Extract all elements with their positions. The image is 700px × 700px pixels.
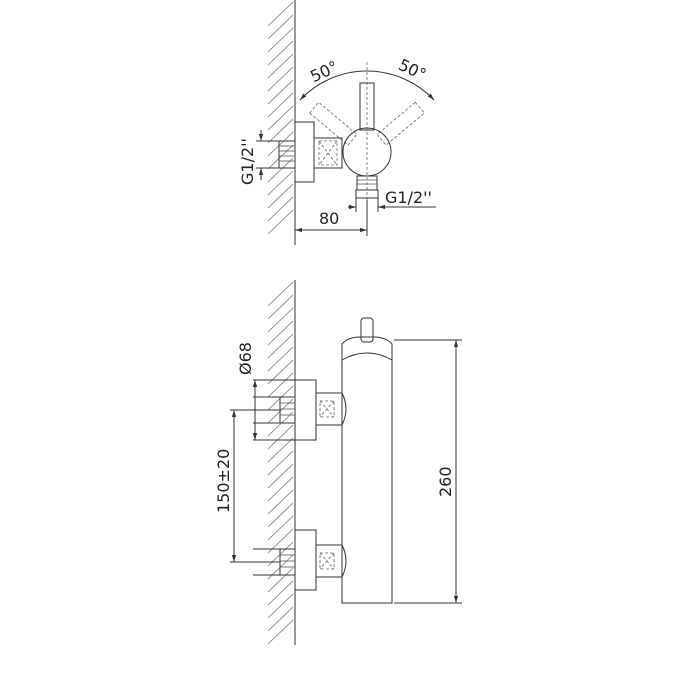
hatch-line — [267, 333, 294, 359]
thermostat-body — [341, 317, 393, 604]
outlet-thread-label: G1/2'' — [385, 188, 432, 207]
hatch-line — [267, 619, 294, 645]
hatch-line — [267, 183, 294, 209]
hatch-line — [267, 53, 294, 79]
front-view: Ø68 150±20 260 — [214, 280, 462, 645]
hatch-line — [267, 580, 294, 606]
hatch-line — [267, 411, 294, 437]
hatch-line — [267, 14, 294, 40]
height-label: 260 — [436, 466, 455, 497]
wall-hatching — [267, 281, 294, 645]
angle-left-label: 50° — [307, 57, 341, 86]
hatch-line — [267, 437, 294, 463]
hatch-line — [267, 606, 294, 632]
hatch-line — [267, 27, 294, 53]
wall-flange — [294, 121, 315, 183]
hatch-line — [267, 281, 294, 307]
hatch-line — [267, 515, 294, 541]
hatch-line — [267, 307, 294, 333]
outlet-thread — [355, 175, 379, 199]
inlet-thread-label: G1/2'' — [238, 138, 257, 185]
hatch-line — [267, 593, 294, 619]
hatch-line — [267, 502, 294, 528]
angle-arc — [299, 70, 435, 101]
upper-inlet — [279, 379, 347, 441]
hatch-line — [267, 567, 294, 593]
depth-label: 80 — [319, 209, 339, 228]
hatch-line — [267, 463, 294, 489]
hatch-line — [267, 294, 294, 320]
hatch-line — [267, 40, 294, 66]
flange-diameter-label: Ø68 — [236, 342, 255, 375]
hatch-line — [267, 131, 294, 157]
hatch-line — [267, 66, 294, 92]
wall-hatching — [267, 1, 294, 235]
hatch-line — [267, 79, 294, 105]
handle-right-position — [376, 101, 425, 146]
hatch-line — [267, 320, 294, 346]
lower-inlet — [279, 529, 347, 591]
hatch-line — [267, 144, 294, 170]
top-view: 50° 50° G1/2'' G1/2'' 80 — [238, 0, 436, 245]
inlet-spacing-label: 150±20 — [214, 449, 233, 513]
hatch-line — [267, 450, 294, 476]
connector-nut — [313, 137, 343, 169]
hatch-line — [267, 105, 294, 131]
hatch-line — [267, 489, 294, 515]
hatch-line — [267, 209, 294, 235]
hatch-line — [267, 346, 294, 372]
angle-right-label: 50° — [396, 55, 430, 84]
hatch-line — [267, 92, 294, 118]
handle-center — [359, 82, 375, 131]
hatch-line — [267, 424, 294, 450]
hatch-line — [267, 196, 294, 222]
hatch-line — [267, 476, 294, 502]
inlet-thread — [278, 140, 296, 169]
hatch-line — [267, 372, 294, 398]
handle-left-position — [309, 101, 358, 146]
hatch-line — [267, 157, 294, 183]
hatch-line — [267, 118, 294, 144]
hatch-line — [267, 1, 294, 27]
hatch-line — [267, 170, 294, 196]
